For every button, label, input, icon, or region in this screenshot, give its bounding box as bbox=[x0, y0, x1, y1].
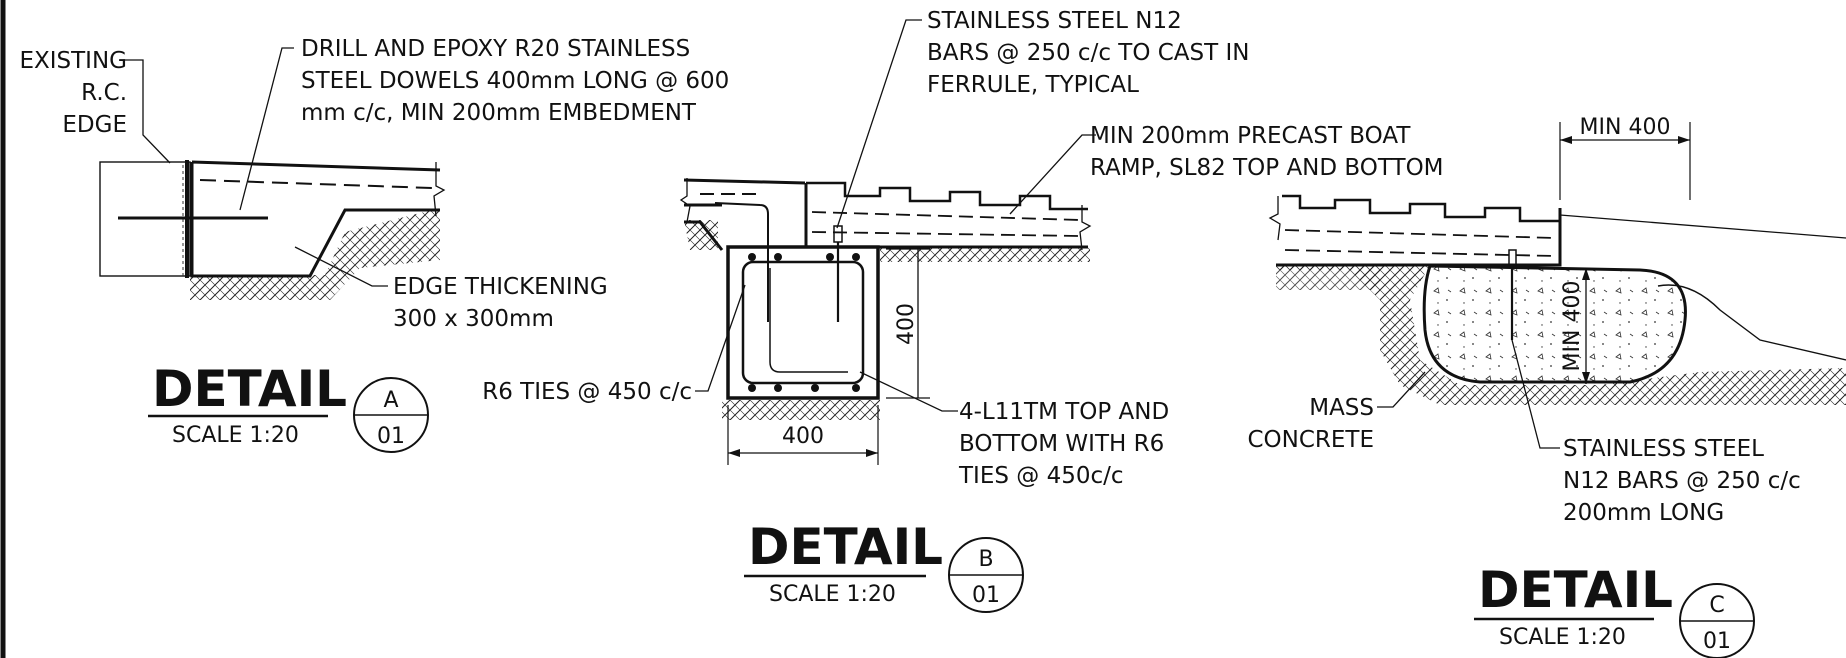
svg-text:300 x 300mm: 300 x 300mm bbox=[393, 306, 554, 332]
svg-text:01: 01 bbox=[377, 424, 405, 449]
bottom-bars-note: 4-L11TM TOP AND BOTTOM WITH R6 TIES @ 45… bbox=[958, 399, 1169, 489]
svg-text:B: B bbox=[978, 547, 993, 572]
svg-text:01: 01 bbox=[972, 583, 1000, 608]
stainless-bars-note-c: STAINLESS STEEL N12 BARS @ 250 c/c 200mm… bbox=[1563, 436, 1801, 526]
detail-a-bubble: A 01 bbox=[353, 377, 429, 453]
svg-text:01: 01 bbox=[1703, 629, 1731, 654]
svg-text:STAINLESS STEEL N12: STAINLESS STEEL N12 bbox=[927, 8, 1182, 34]
detail-c: MIN 400 MIN 400 MASS CONCRETE STAINLESS … bbox=[1247, 115, 1846, 658]
ties-note: R6 TIES @ 450 c/c bbox=[482, 379, 692, 405]
svg-text:DRILL AND EPOXY R20 STAINLESS: DRILL AND EPOXY R20 STAINLESS bbox=[301, 36, 690, 62]
beam-height-dim: 400 bbox=[894, 303, 919, 345]
detail-c-drawing bbox=[1268, 122, 1846, 449]
detail-c-title: DETAIL bbox=[1478, 561, 1673, 619]
svg-text:STAINLESS STEEL: STAINLESS STEEL bbox=[1563, 436, 1764, 462]
svg-text:FERRULE, TYPICAL: FERRULE, TYPICAL bbox=[927, 72, 1139, 98]
edge-thickening-note: EDGE THICKENING 300 x 300mm bbox=[393, 274, 608, 332]
svg-text:C: C bbox=[1709, 593, 1724, 618]
detail-b-drawing bbox=[679, 19, 1096, 465]
svg-text:A: A bbox=[383, 388, 398, 413]
stainless-bars-note-b: STAINLESS STEEL N12 BARS @ 250 c/c TO CA… bbox=[927, 8, 1249, 98]
ramp-min-width-dim: MIN 400 bbox=[1580, 115, 1671, 140]
detail-b-scale: SCALE 1:20 bbox=[769, 582, 896, 607]
dowel-note: DRILL AND EPOXY R20 STAINLESS STEEL DOWE… bbox=[301, 36, 729, 126]
detail-a: EXISTING R.C. EDGE DRILL AND EPOXY R20 S… bbox=[19, 36, 729, 453]
detail-b: STAINLESS STEEL N12 BARS @ 250 c/c TO CA… bbox=[482, 8, 1444, 613]
beam-width-dim: 400 bbox=[782, 424, 824, 449]
detail-b-bubble: B 01 bbox=[948, 537, 1024, 613]
svg-text:EXISTING: EXISTING bbox=[19, 48, 127, 74]
svg-text:N12 BARS @ 250 c/c: N12 BARS @ 250 c/c bbox=[1563, 468, 1801, 494]
detail-a-drawing bbox=[99, 47, 446, 300]
svg-text:BOTTOM WITH R6: BOTTOM WITH R6 bbox=[959, 431, 1164, 457]
detail-a-title: DETAIL bbox=[152, 360, 347, 418]
svg-text:TIES @ 450c/c: TIES @ 450c/c bbox=[958, 463, 1124, 489]
svg-text:RAMP, SL82 TOP AND BOTTOM: RAMP, SL82 TOP AND BOTTOM bbox=[1090, 155, 1444, 181]
svg-text:BARS @ 250 c/c TO CAST IN: BARS @ 250 c/c TO CAST IN bbox=[927, 40, 1249, 66]
svg-text:CONCRETE: CONCRETE bbox=[1247, 427, 1374, 453]
svg-text:MASS: MASS bbox=[1309, 395, 1374, 421]
svg-text:EDGE THICKENING: EDGE THICKENING bbox=[393, 274, 608, 300]
svg-text:STEEL DOWELS 400mm LONG @ 600: STEEL DOWELS 400mm LONG @ 600 bbox=[301, 68, 729, 94]
svg-text:200mm LONG: 200mm LONG bbox=[1563, 500, 1724, 526]
svg-text:4-L11TM TOP AND: 4-L11TM TOP AND bbox=[959, 399, 1169, 425]
svg-text:MIN 200mm PRECAST BOAT: MIN 200mm PRECAST BOAT bbox=[1090, 123, 1411, 149]
mass-concrete-note: MASS CONCRETE bbox=[1247, 395, 1374, 453]
detail-b-title: DETAIL bbox=[748, 518, 943, 576]
beam-bars bbox=[748, 253, 860, 392]
svg-text:EDGE: EDGE bbox=[62, 112, 127, 138]
existing-rc-edge-note: EXISTING R.C. EDGE bbox=[19, 48, 127, 138]
detail-c-bubble: C 01 bbox=[1679, 583, 1755, 658]
svg-text:R.C.: R.C. bbox=[81, 80, 127, 106]
mass-depth-dim: MIN 400 bbox=[1560, 281, 1585, 372]
precast-ramp-note: MIN 200mm PRECAST BOAT RAMP, SL82 TOP AN… bbox=[1090, 123, 1444, 181]
detail-a-scale: SCALE 1:20 bbox=[172, 423, 299, 448]
detail-c-scale: SCALE 1:20 bbox=[1499, 625, 1626, 650]
svg-text:mm c/c, MIN 200mm EMBEDMENT: mm c/c, MIN 200mm EMBEDMENT bbox=[301, 100, 697, 126]
